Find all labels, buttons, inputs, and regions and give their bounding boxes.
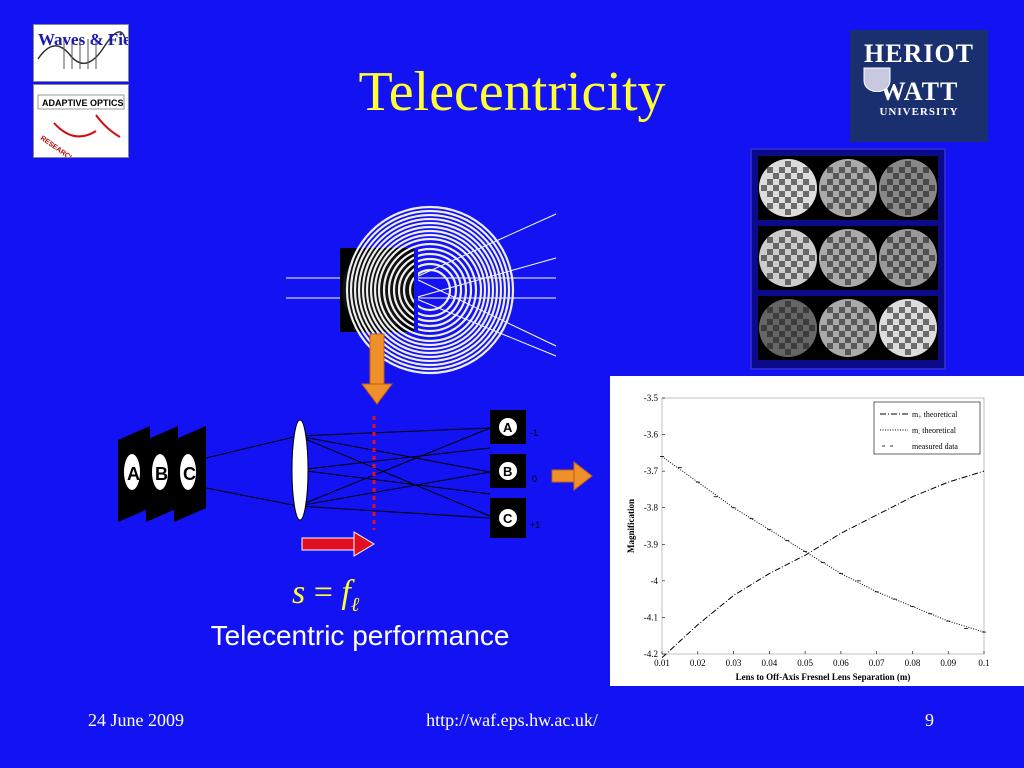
- checkerboard-image: [759, 229, 817, 287]
- y-tick-label: -3.6: [644, 430, 659, 440]
- equation-subscript: ℓ: [350, 593, 360, 616]
- equation-rhs: f: [341, 574, 351, 611]
- fresnel-lens-image: [340, 205, 515, 375]
- order-label-minus1: -1: [530, 428, 538, 438]
- object-letter-b: B: [155, 464, 168, 484]
- footer-url: http://waf.eps.hw.ac.uk/: [426, 710, 598, 730]
- object-letter-c: C: [183, 464, 196, 484]
- lens: [291, 419, 309, 521]
- x-tick-label: 0.02: [690, 658, 706, 668]
- crest-icon: [863, 67, 891, 92]
- legend-box: [873, 401, 981, 455]
- x-tick-label: 0.08: [905, 658, 921, 668]
- image-label-c: C: [503, 511, 513, 526]
- object-letter-a: A: [127, 464, 140, 484]
- heriot-watt-logo: HERIOT WATT UNIVERSITY: [850, 30, 988, 142]
- hw-line1: HERIOT: [863, 39, 975, 68]
- x-tick-label: 0.06: [833, 658, 849, 668]
- checkerboard-image: [879, 159, 937, 217]
- footer-date: 24 June 2009: [88, 710, 184, 730]
- optical-diagram: A B C A B C -1 0 +1: [118, 205, 593, 557]
- x-tick-label: 0.05: [797, 658, 813, 668]
- object-planes: [118, 426, 206, 522]
- y-tick-label: -4: [651, 576, 659, 586]
- hw-line3: UNIVERSITY: [879, 106, 959, 118]
- down-arrow-icon: [361, 333, 393, 405]
- equation: s = fℓ: [292, 574, 359, 617]
- y-tick-label: -3.7: [644, 466, 659, 476]
- page-title: Telecentricity: [358, 61, 666, 123]
- x-tick-label: 0.01: [654, 658, 670, 668]
- hw-line2: WATT: [879, 77, 959, 106]
- checkerboard-photo-grid: [750, 148, 946, 370]
- image-label-b: B: [503, 464, 512, 479]
- checkerboard-image: [819, 299, 877, 357]
- adaptive-optics-text: ADAPTIVE OPTICS: [42, 98, 124, 108]
- checkerboard-image: [879, 229, 937, 287]
- y-axis-label: Magnification: [626, 499, 636, 553]
- legend-entry: m+ theoretical: [912, 410, 958, 421]
- legend-entry: m- theoretical: [912, 426, 957, 437]
- order-label-0: 0: [532, 474, 537, 484]
- x-tick-label: 0.03: [726, 658, 742, 668]
- x-tick-label: 0.04: [761, 658, 777, 668]
- x-tick-label: 0.07: [869, 658, 885, 668]
- checkerboard-image: [819, 159, 877, 217]
- legend-entry: measured data: [912, 442, 958, 451]
- equation-lhs: s: [292, 574, 306, 611]
- x-tick-label: 0.1: [978, 658, 989, 668]
- checkerboard-image: [819, 229, 877, 287]
- waves-fields-logo: Waves & Fields: [33, 24, 152, 82]
- adaptive-optics-logo: ADAPTIVE OPTICS RESEARCH: [33, 84, 129, 163]
- checkerboard-image: [759, 159, 817, 217]
- right-arrow-icon: [301, 531, 375, 557]
- plot-area: [661, 397, 985, 655]
- x-axis-label: Lens to Off-Axis Fresnel Lens Separation…: [736, 672, 911, 682]
- checkerboard-image: [879, 299, 937, 357]
- image-label-a: A: [503, 420, 513, 435]
- y-tick-label: -3.9: [644, 539, 659, 549]
- y-tick-label: -4.2: [644, 649, 658, 659]
- page-number: 9: [925, 710, 934, 730]
- series-line: [661, 470, 985, 659]
- x-tick-label: 0.09: [940, 658, 956, 668]
- order-label-plus1: +1: [530, 520, 540, 530]
- right-arrow-icon: [551, 460, 593, 492]
- checkerboard-image: [759, 299, 817, 357]
- y-tick-label: -3.5: [644, 393, 659, 403]
- caption: Telecentric performance: [210, 620, 510, 651]
- y-tick-label: -3.8: [644, 503, 659, 513]
- y-tick-label: -4.1: [644, 612, 658, 622]
- waves-logo-text: Waves & Fields: [38, 30, 128, 49]
- series-line: [661, 456, 985, 633]
- equation-equals: =: [313, 574, 333, 611]
